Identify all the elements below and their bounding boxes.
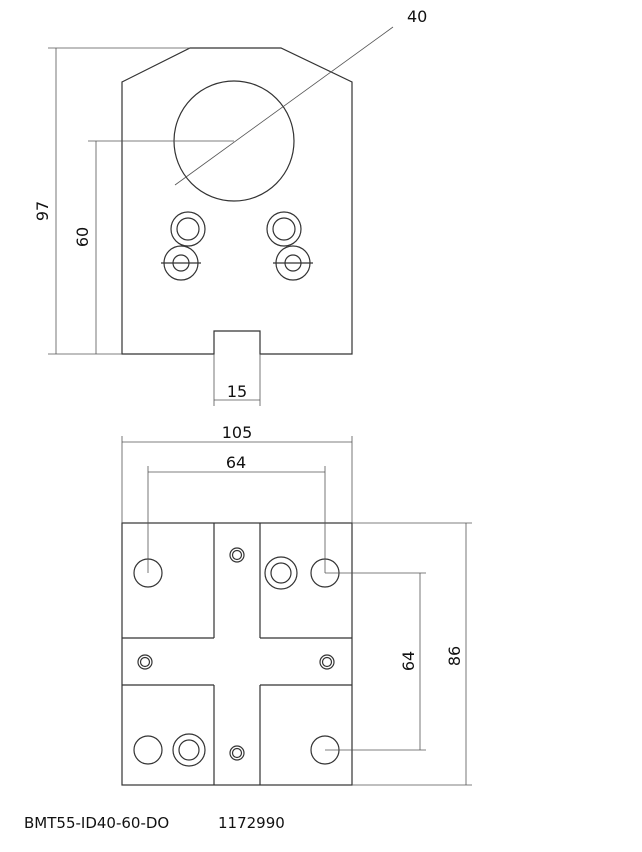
- mounting-hole-bottom-left: [133, 735, 163, 765]
- front-view-outline: [121, 47, 353, 355]
- spacing-h-label: 64: [226, 453, 246, 472]
- counterbore-top-outer: [264, 556, 298, 590]
- front-view: 40 97 60 15: [33, 7, 427, 406]
- counterbore-bottom-outer: [172, 733, 206, 767]
- plan-view: 105 64 64 86: [121, 423, 472, 786]
- height-60-label: 60: [73, 227, 92, 247]
- small-hole-top-inner: [231, 549, 243, 561]
- small-hole-left-outer: [137, 654, 153, 670]
- small-hole-bottom-outer: [229, 745, 245, 761]
- left-upper-counterbore-inner: [176, 217, 200, 241]
- bore-diameter-leader: [174, 26, 394, 186]
- width-105-label: 105: [222, 423, 253, 442]
- part-number: BMT55-ID40-60-DO: [24, 814, 170, 832]
- right-upper-counterbore-outer: [266, 211, 302, 247]
- left-upper-counterbore-outer: [170, 211, 206, 247]
- height-97-label: 97: [33, 201, 52, 221]
- order-code: 1172990: [218, 814, 285, 832]
- counterbore-bottom-inner: [178, 739, 200, 761]
- small-hole-right-outer: [319, 654, 335, 670]
- small-hole-right-inner: [321, 656, 333, 668]
- plan-view-outline: [121, 522, 353, 786]
- bore-diameter-label: 40: [407, 7, 427, 26]
- right-upper-counterbore-inner: [272, 217, 296, 241]
- slot-width-label: 15: [227, 382, 247, 401]
- counterbore-top-inner: [270, 562, 292, 584]
- small-hole-left-inner: [139, 656, 151, 668]
- small-hole-bottom-inner: [231, 747, 243, 759]
- depth-86-label: 86: [445, 646, 464, 666]
- spacing-v-label: 64: [399, 651, 418, 671]
- small-hole-top-outer: [229, 547, 245, 563]
